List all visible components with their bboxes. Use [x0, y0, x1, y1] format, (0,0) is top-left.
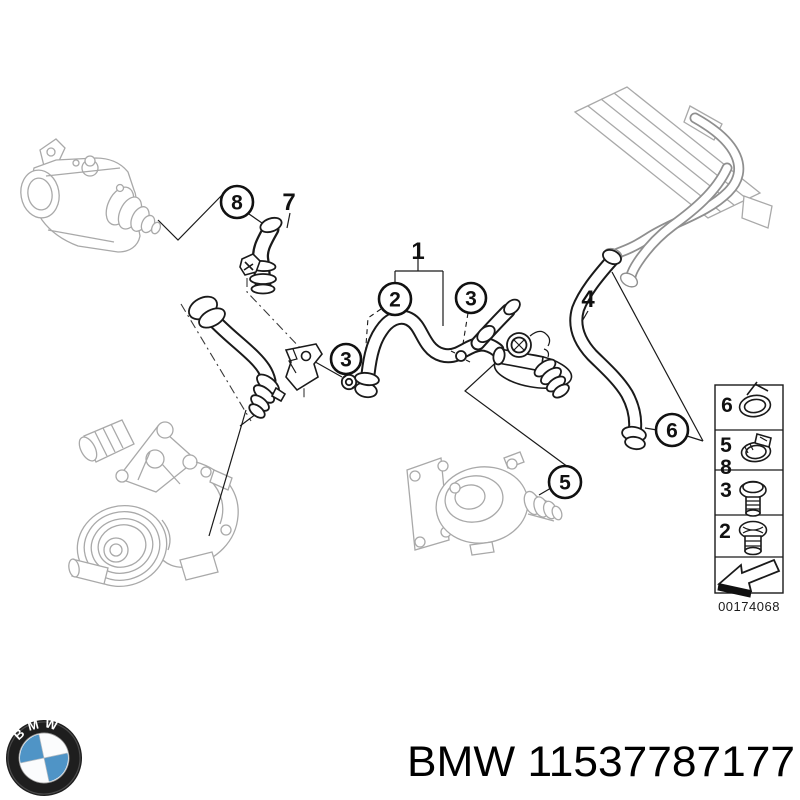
auxiliary-pump-drawing — [20, 138, 162, 253]
callout-3-right: 3 — [454, 281, 488, 315]
callout-8: 8 — [219, 184, 255, 220]
footer-part-number: BMW 11537787177 — [407, 738, 795, 786]
roundel-quadrant-white — [20, 758, 49, 782]
label-1: 1 — [411, 238, 424, 265]
roundel-quadrant-blue — [20, 734, 44, 763]
callout-3-right-number: 3 — [465, 288, 477, 311]
bracket-and-bolt — [284, 343, 358, 392]
marking-symbol — [288, 348, 298, 374]
hose-part1-left-branch — [188, 295, 287, 419]
bolt-part3-left — [340, 373, 358, 391]
direction-arrow-icon — [717, 558, 781, 598]
callouts: 8 2 3 3 5 6 1 7 4 — [219, 184, 690, 500]
part1-bracket — [394, 259, 444, 326]
boundary-dashdot-line — [180, 303, 252, 422]
legend-ref-3: 3 — [720, 479, 732, 502]
callout-8-number: 8 — [231, 192, 243, 215]
callout-2: 2 — [377, 281, 413, 317]
callout-3-left-number: 3 — [340, 349, 352, 372]
callout-2-number: 2 — [389, 289, 401, 312]
label-7: 7 — [282, 189, 295, 216]
legend-ref-6: 6 — [721, 394, 733, 417]
roundel-quadrant-white — [39, 734, 68, 758]
sensor-wires — [529, 330, 551, 358]
label-4: 4 — [581, 286, 595, 313]
legend-image-number: 00174068 — [718, 599, 780, 614]
worm-drive-clamp-icon — [740, 432, 772, 463]
roundel-quadrant-blue — [44, 753, 68, 782]
screw-plug-icon — [738, 520, 768, 556]
bmw-roundel-logo: BMW — [6, 711, 82, 796]
spring-band-clamp-icon — [738, 381, 772, 418]
valve-sensor-assembly — [492, 330, 573, 399]
legend: 6 5 8 3 2 — [714, 381, 784, 614]
callout-5-number: 5 — [559, 472, 571, 495]
ribbed-connector — [533, 358, 570, 399]
clamp-screw-part3-right — [450, 350, 471, 363]
coolant-pump-drawing — [68, 419, 239, 588]
hex-flange-bolt-icon — [739, 480, 767, 517]
thermostat-drawing — [406, 451, 563, 556]
callout-5: 5 — [547, 464, 583, 500]
hose-part1-main-run — [354, 298, 521, 399]
vent-hose-part7 — [239, 216, 283, 295]
hose-part4 — [569, 248, 647, 451]
clamp-part8 — [239, 253, 261, 276]
legend-ref-5: 5 — [720, 434, 732, 457]
footer: BMW BMW 11537787177 — [6, 711, 795, 796]
legend-ref-2: 2 — [719, 520, 731, 543]
callout-6-number: 6 — [666, 420, 678, 443]
callout-6: 6 — [654, 412, 690, 448]
legend-ref-8: 8 — [720, 456, 732, 479]
quick-connector — [248, 373, 287, 419]
callout-3-left: 3 — [329, 342, 363, 376]
top-stub-port — [470, 298, 521, 351]
